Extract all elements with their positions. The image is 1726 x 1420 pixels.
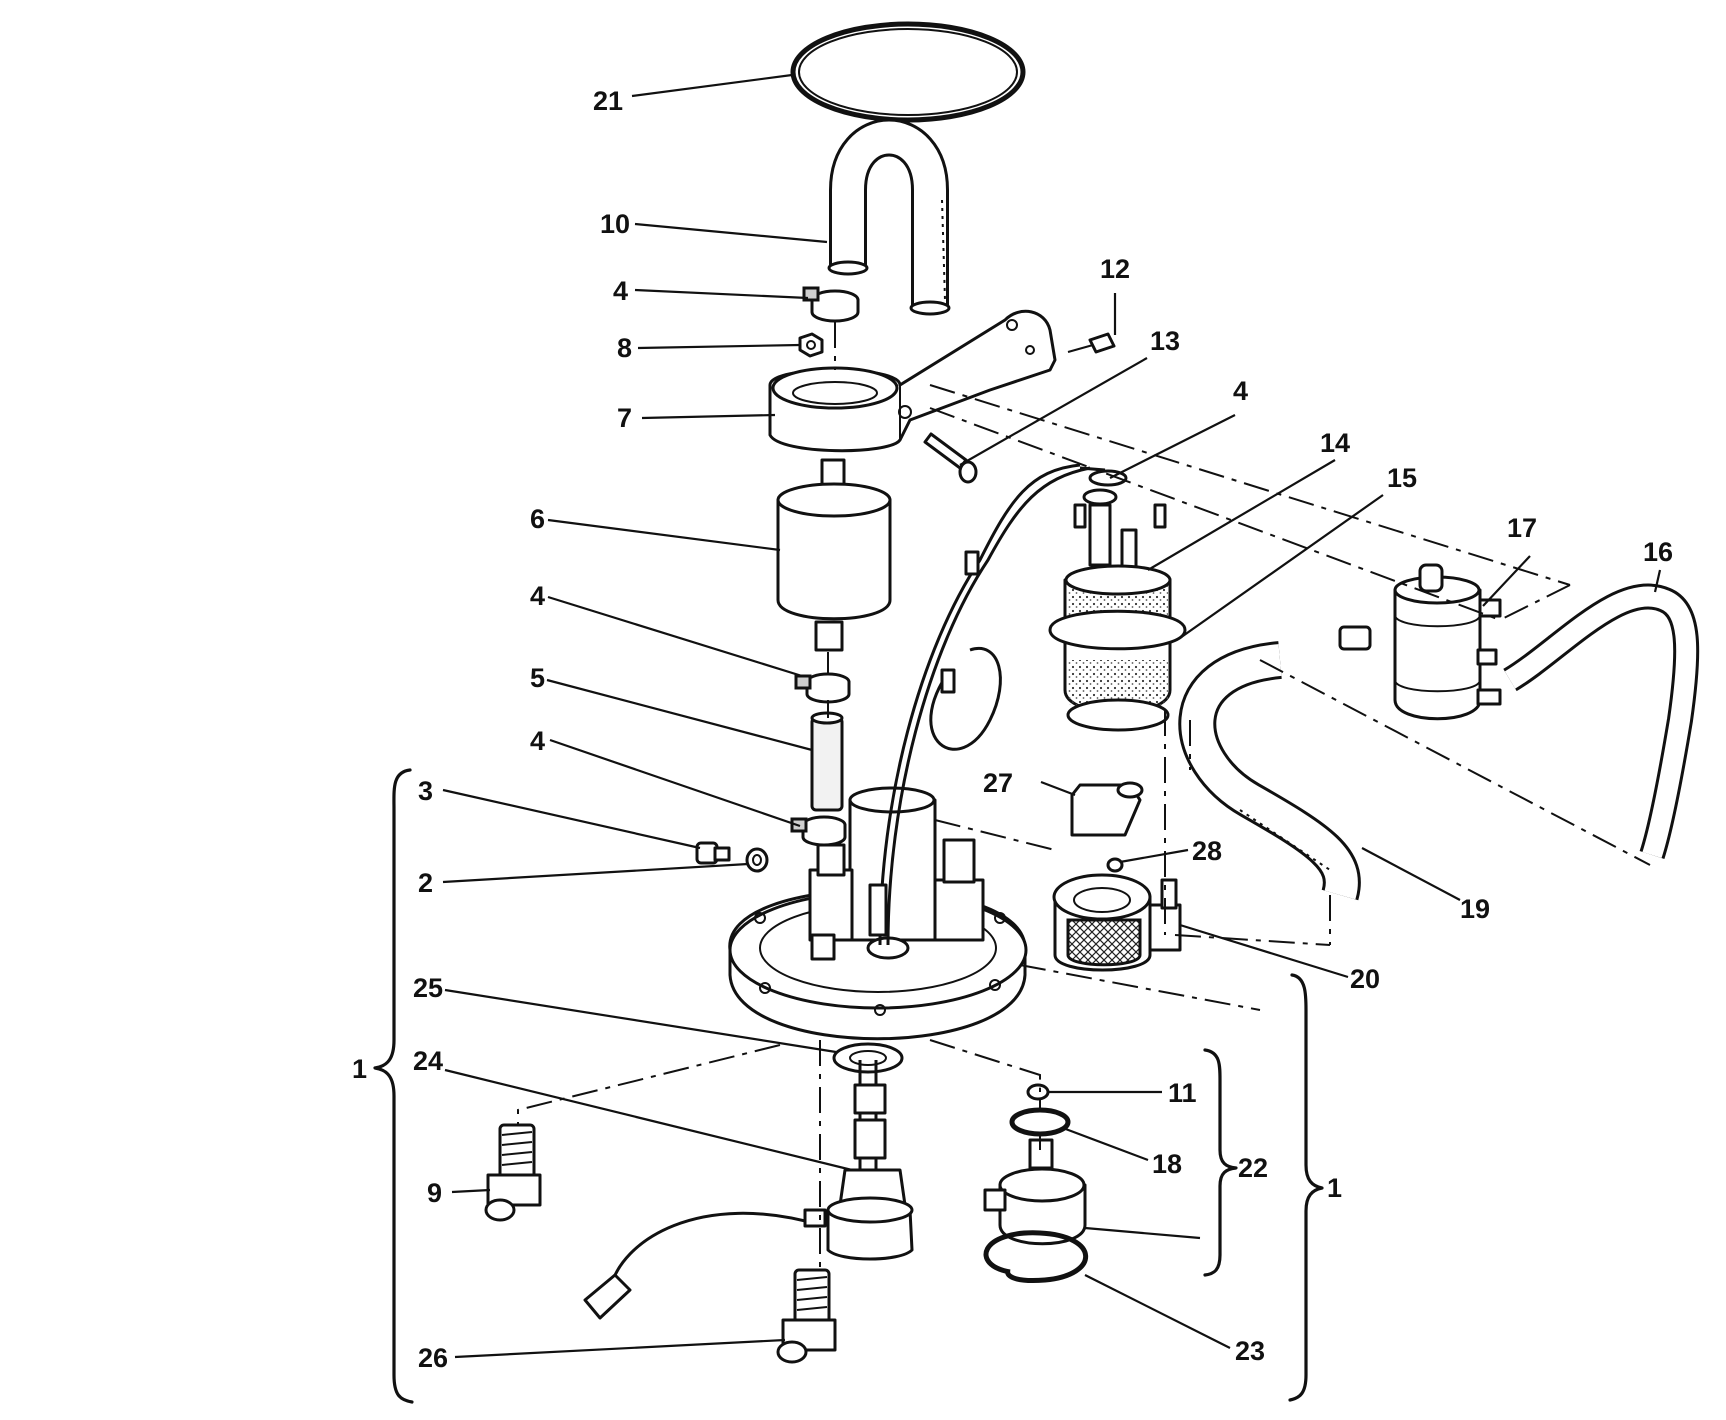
- wiring-harness: [868, 463, 1091, 946]
- callout-24: 24: [413, 1046, 443, 1076]
- leader-lines: [442, 73, 1662, 1359]
- callout-27: 27: [983, 768, 1013, 798]
- callout-4-pump: 4: [1233, 376, 1248, 406]
- callout-11: 11: [1168, 1078, 1197, 1108]
- damper-part-17: [1338, 563, 1502, 721]
- callout-14: 14: [1320, 428, 1350, 458]
- snap-ring-part-23: [983, 1230, 1089, 1283]
- callout-4-top: 4: [613, 276, 628, 306]
- o-ring-part-21: [790, 21, 1026, 123]
- callout-3: 3: [418, 776, 433, 806]
- callout-25: 25: [413, 973, 443, 1003]
- hose-clamp-part-4-mid: [794, 672, 851, 704]
- callout-20: 20: [1350, 964, 1380, 994]
- callout-7: 7: [617, 403, 632, 433]
- cap-part-27: [1070, 781, 1144, 837]
- screw-part-13: [923, 432, 978, 484]
- nut-part-8: [798, 332, 824, 358]
- callout-21: 21: [593, 86, 623, 116]
- callout-12: 12: [1100, 254, 1130, 284]
- callout-23: 23: [1235, 1336, 1265, 1366]
- strainer-part-20: [1052, 873, 1182, 972]
- callout-8: 8: [617, 333, 632, 363]
- callout-5: 5: [530, 663, 545, 693]
- clip-part-28: [1106, 857, 1124, 873]
- pressure-regulator-part-22: [983, 1138, 1087, 1246]
- hose-part-19: [1178, 641, 1361, 901]
- assembly-lines: [517, 322, 1651, 1275]
- callout-17: 17: [1507, 513, 1537, 543]
- screw-part-12: [1067, 332, 1116, 354]
- callout-19: 19: [1460, 894, 1490, 924]
- o-ring-part-18: [1009, 1107, 1071, 1137]
- washer-part-2: [745, 847, 769, 873]
- bracket-part-7: [768, 309, 1057, 453]
- fuel-filter-part-6: [776, 458, 892, 652]
- grommet-part-25: [832, 1042, 904, 1074]
- callout-16: 16: [1643, 537, 1673, 567]
- fitting-part-26: [776, 1268, 837, 1364]
- callout-28: 28: [1192, 836, 1222, 866]
- callout-1-left: 1: [352, 1054, 367, 1084]
- callout-26: 26: [418, 1343, 448, 1373]
- callout-6: 6: [530, 504, 545, 534]
- callout-2: 2: [418, 868, 433, 898]
- connector-part-24: [583, 1060, 914, 1320]
- callout-13: 13: [1150, 326, 1180, 356]
- bracket-braces: [373, 768, 1324, 1404]
- fitting-part-9: [484, 1123, 542, 1222]
- callout-9: 9: [427, 1178, 442, 1208]
- callout-22: 22: [1238, 1153, 1268, 1183]
- hose-part-5: [810, 711, 844, 812]
- callout-4-low: 4: [530, 726, 545, 756]
- callout-labels: 21 10 4 8 7 12 13 4 14 15 6 17 16 4 5 4 …: [352, 86, 1673, 1373]
- hose-part-16: [1503, 583, 1700, 859]
- hose-clamp-part-4-top: [802, 286, 860, 323]
- hose-clamp-part-4-low: [790, 815, 847, 847]
- callout-1-right: 1: [1327, 1173, 1342, 1203]
- u-hose-part-10: [827, 118, 951, 316]
- callout-15: 15: [1387, 463, 1417, 493]
- fuel-pump-part-14: [1048, 466, 1187, 732]
- callout-4-mid: 4: [530, 581, 545, 611]
- clip-part-11: [1026, 1083, 1050, 1101]
- bolt-part-3: [695, 841, 731, 865]
- callout-10: 10: [600, 209, 630, 239]
- callout-18: 18: [1152, 1149, 1182, 1179]
